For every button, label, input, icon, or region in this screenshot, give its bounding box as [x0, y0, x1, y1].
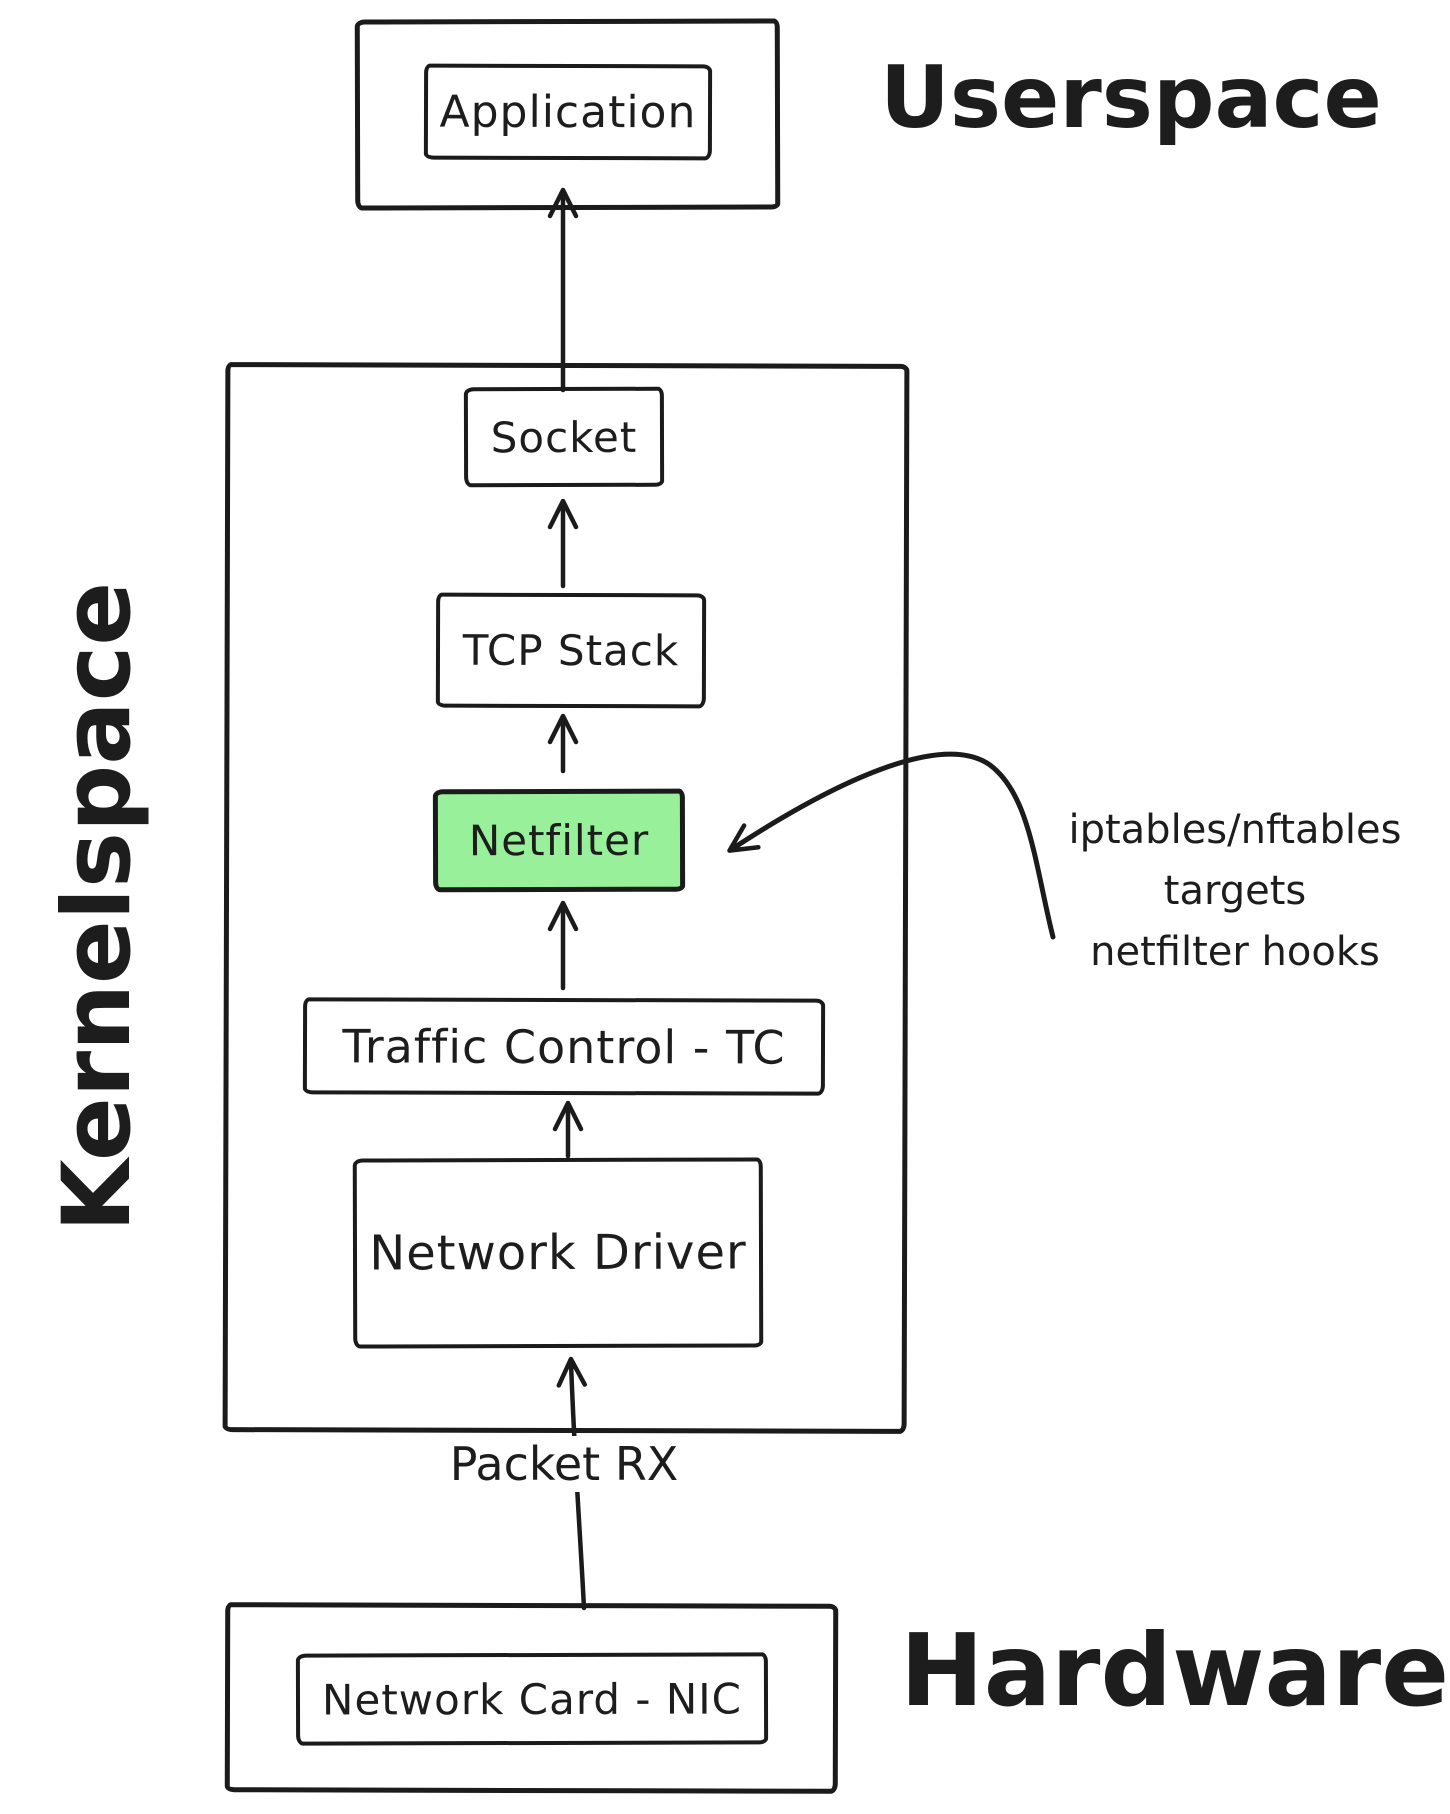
nic-label: Network Card - NIC	[321, 1673, 743, 1725]
netfilter-box: Netfilter	[432, 788, 686, 893]
socket-label: Socket	[490, 412, 638, 462]
netfilter-annotation: iptables/nftables targets netfilter hook…	[1020, 800, 1450, 983]
application-label: Application	[439, 86, 697, 138]
hardware-label: Hardware	[900, 1612, 1450, 1729]
traffic-control-label: Traffic Control - TC	[342, 1018, 786, 1075]
kernelspace-label: Kernelspace	[43, 581, 152, 1233]
tcp-stack-label: TCP Stack	[462, 625, 680, 676]
nic-box: Network Card - NIC	[295, 1652, 769, 1746]
annotation-line-3: netfilter hooks	[1090, 929, 1380, 975]
annotation-line-2: targets	[1163, 868, 1307, 914]
annotation-line-1: iptables/nftables	[1068, 807, 1402, 853]
netfilter-label: Netfilter	[468, 815, 650, 866]
userspace-label: Userspace	[880, 48, 1382, 148]
network-driver-box: Network Driver	[352, 1157, 764, 1349]
network-driver-label: Network Driver	[369, 1224, 747, 1282]
tcp-stack-box: TCP Stack	[435, 592, 707, 709]
socket-box: Socket	[463, 386, 665, 488]
packet-rx-label: Packet RX	[444, 1436, 684, 1492]
traffic-control-box: Traffic Control - TC	[302, 997, 826, 1096]
application-box: Application	[423, 63, 713, 161]
